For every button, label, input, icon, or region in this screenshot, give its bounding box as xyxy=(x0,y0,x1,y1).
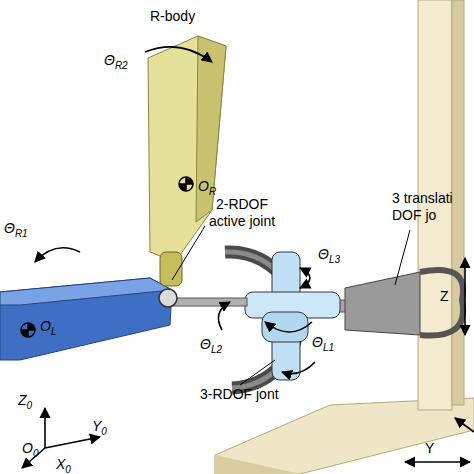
post-side xyxy=(452,0,464,405)
active-joint-hub xyxy=(159,289,177,307)
translation-arrow xyxy=(405,461,470,463)
translation-arrow xyxy=(455,418,474,432)
rotation-arrow xyxy=(218,302,230,330)
rotation-arrow xyxy=(282,362,315,374)
post-clamp xyxy=(345,272,420,335)
center-marker xyxy=(179,177,193,191)
angle-symbol: ΘR1 xyxy=(4,220,28,242)
angle-symbol: ΘL1 xyxy=(312,334,334,356)
leader-line xyxy=(172,226,205,280)
part-name: 2-RDOF active joint xyxy=(196,196,288,230)
axis-label: Z xyxy=(440,288,449,305)
r-body-side xyxy=(196,36,226,222)
part-name: R-body xyxy=(150,8,195,25)
axis-label: Y0 xyxy=(92,418,107,440)
base-plate-edge xyxy=(215,455,300,474)
l-body xyxy=(0,278,172,360)
translation-arrow xyxy=(464,258,466,335)
clamp-band xyxy=(420,270,463,336)
axis-arrow xyxy=(45,437,100,448)
front-cylinder xyxy=(262,312,308,342)
axis-label: X0 xyxy=(56,456,71,474)
rotation-arrow xyxy=(35,248,80,262)
axis-label: Y xyxy=(425,440,434,457)
leader-line xyxy=(240,360,275,385)
frame-origin: OL xyxy=(40,318,56,340)
axis-arrow xyxy=(44,408,46,448)
frame-origin: OR xyxy=(198,178,216,200)
l-body-top xyxy=(0,278,172,305)
angle-symbol: ΘR2 xyxy=(104,52,128,74)
rotation-arrow xyxy=(300,268,310,288)
axis-label: O0 xyxy=(22,440,38,462)
part-name: 3-RDOF jont xyxy=(200,386,279,403)
angle-symbol: ΘL2 xyxy=(200,336,222,358)
part-name: 3 translati DOF jo xyxy=(392,190,472,224)
angle-symbol: ΘL3 xyxy=(318,246,340,268)
center-marker xyxy=(21,323,35,337)
leader-line xyxy=(395,230,410,285)
rotation-arrow xyxy=(145,47,212,62)
axis-label: Z0 xyxy=(18,392,32,414)
rotation-arrow xyxy=(265,322,312,332)
